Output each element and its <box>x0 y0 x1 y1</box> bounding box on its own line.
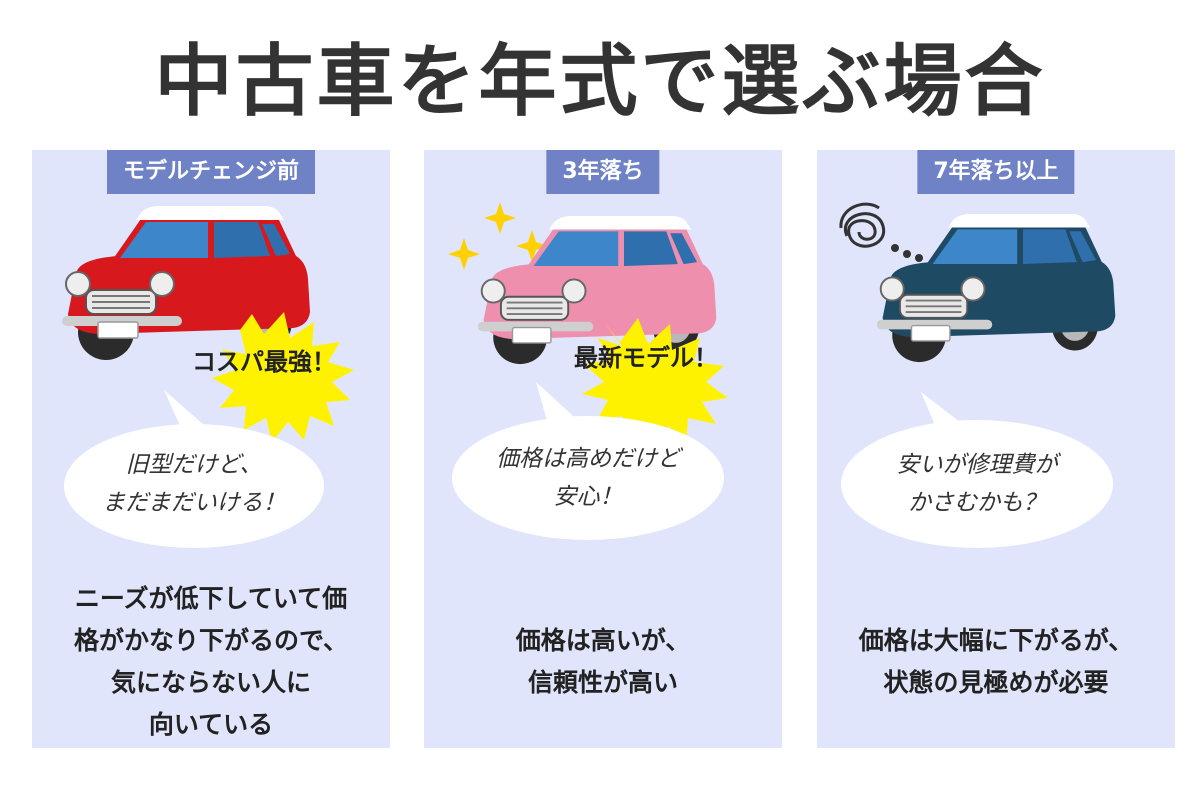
panel-description: 価格は高いが、 信頼性が高い <box>424 620 782 704</box>
bubble-text: 旧型だけど、 まだまだいける！ <box>64 446 324 522</box>
burst-label: 最新モデル！ <box>574 344 718 372</box>
speech-bubble <box>64 390 324 548</box>
desc-line: ニーズが低下していて価 <box>74 584 348 613</box>
panel-illustration <box>839 202 1117 548</box>
panel-seven-years-plus: 7年落ち以上 安いが修理費が かさむかも？ 価格は大幅に下がるが、 状態の見極め… <box>817 150 1175 748</box>
speech-bubble <box>841 392 1113 548</box>
page-title: 中古車を年式で選ぶ場合 <box>154 37 1046 127</box>
burst-shape <box>212 312 354 442</box>
desc-line: 格がかなり下がるので、 <box>73 626 348 655</box>
ellipsis-dots <box>891 244 923 262</box>
panel-tag: 7年落ち以上 <box>917 150 1075 194</box>
navy-car-icon <box>875 213 1117 364</box>
bubble-line: かさむかも？ <box>908 490 1046 516</box>
bubble-line: 安いが修理費が <box>896 452 1058 478</box>
panel-three-years-old: 3年落ち 最新モデル！ 価格は高めだけど 安心！ 価格は高いが、 信頼性が高い <box>424 150 782 748</box>
panel-before-model-change: モデルチェンジ前 コスパ最強！ 旧型だけど、 まだまだいける！ ニーズが低下して… <box>32 150 390 748</box>
desc-line: 価格は大幅に下がるが、 <box>858 626 1134 655</box>
desc-line: 状態の見極めが必要 <box>883 668 1109 697</box>
worry-scribble-icon <box>839 202 886 248</box>
burst-label: コスパ最強！ <box>192 348 336 376</box>
bubble-text: 価格は高めだけど 安心！ <box>452 440 724 516</box>
panel-description: ニーズが低下していて価 格がかなり下がるので、 気にならない人に 向いている <box>32 578 390 746</box>
panel-illustration <box>448 202 728 540</box>
bubble-line: まだまだいける！ <box>102 490 286 516</box>
desc-line: 信頼性が高い <box>527 668 678 697</box>
desc-line: 価格は高いが、 <box>515 626 691 655</box>
panel-tag: モデルチェンジ前 <box>106 150 316 194</box>
panel-illustration <box>61 205 354 548</box>
desc-line: 向いている <box>148 710 274 739</box>
panel-description: 価格は大幅に下がるが、 状態の見極めが必要 <box>817 620 1175 704</box>
bubble-line: 安心！ <box>553 484 623 510</box>
bubble-text: 安いが修理費が かさむかも？ <box>841 446 1113 522</box>
speech-bubble <box>452 382 724 540</box>
burst-shape <box>582 318 728 448</box>
desc-line: 気にならない人に <box>110 668 311 697</box>
bubble-line: 旧型だけど、 <box>125 452 263 478</box>
bubble-line: 価格は高めだけど <box>496 446 680 472</box>
panel-tag: 3年落ち <box>546 150 660 194</box>
